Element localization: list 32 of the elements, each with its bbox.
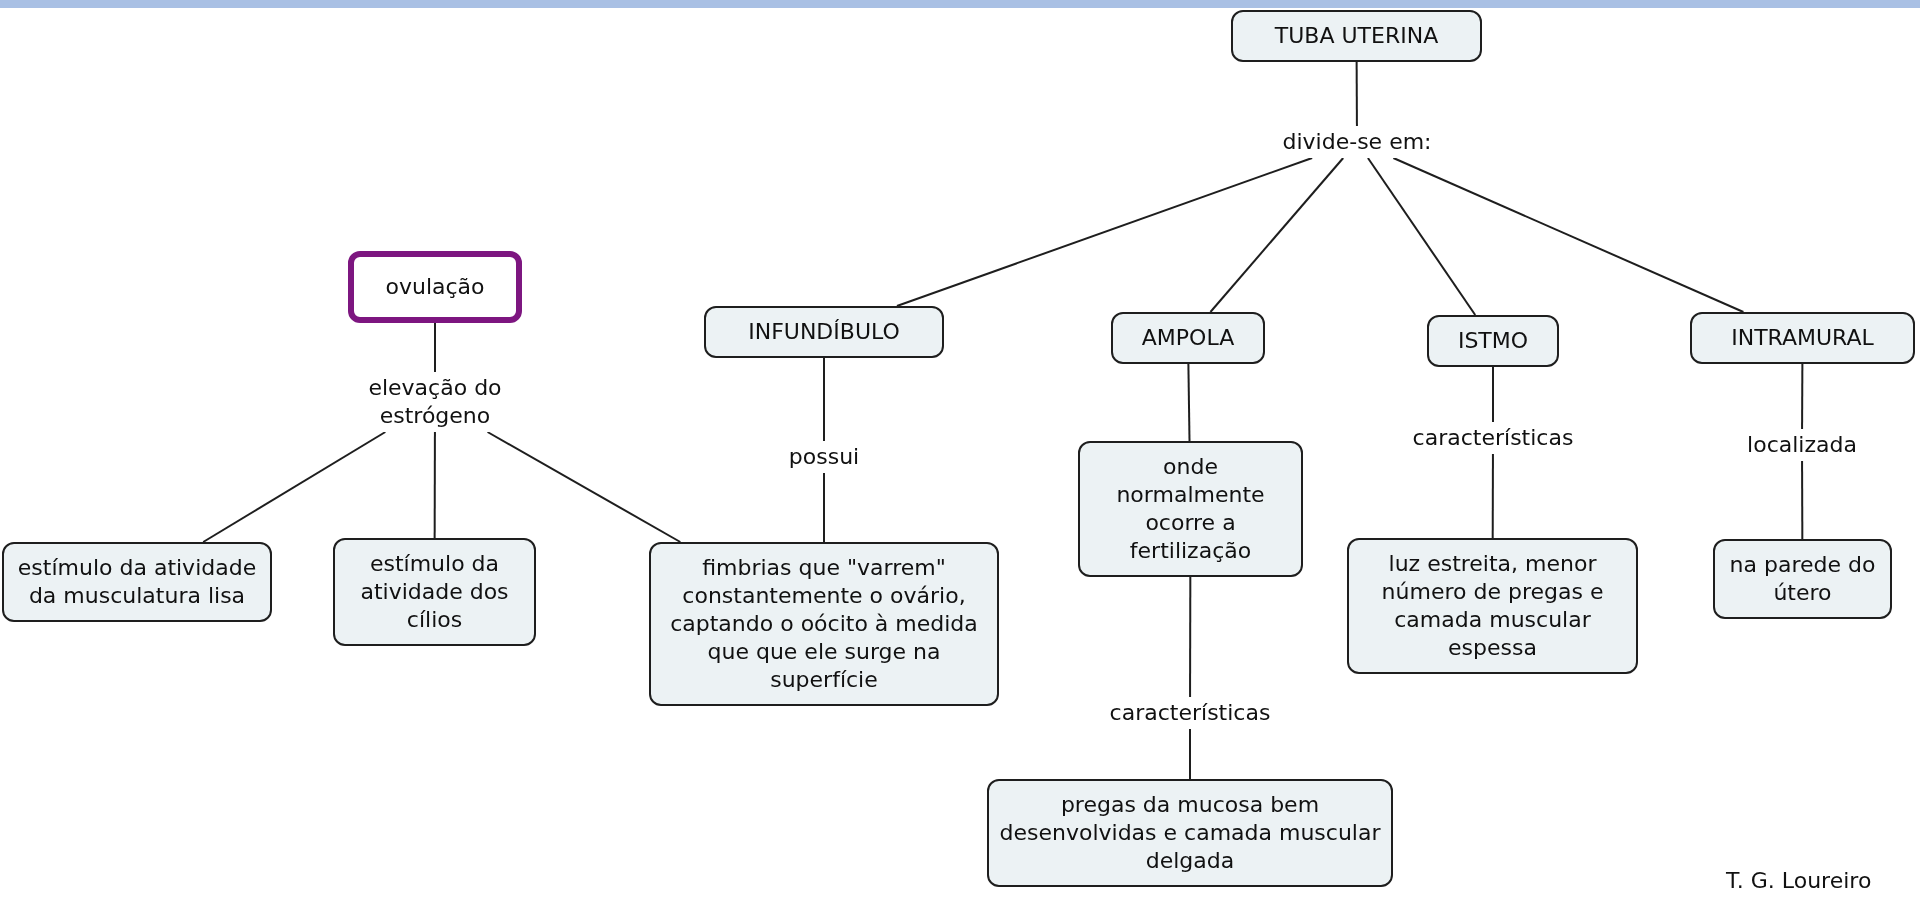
concept-box: AMPOLA [1111,312,1265,364]
concept-box: pregas da mucosa bem desenvolvidas e camada muscular delgada [987,779,1393,887]
concept-box: ISTMO [1427,315,1559,367]
connector-line [433,431,436,539]
author-credit: T. G. Loureiro [1726,868,1872,893]
connector-line [434,322,436,373]
connector-line [895,157,1314,307]
concept-box: INTRAMURAL [1690,312,1915,364]
connector-line [1366,157,1477,316]
connector-line [1209,157,1345,313]
concept-box: estímulo da atividade da musculatura lisa [2,542,272,622]
concept-box: onde normalmente ocorre a fertilização [1078,441,1303,577]
connector-line [1392,157,1745,313]
concept-box: luz estreita, menor número de pregas e camada muscular espessa [1347,538,1638,674]
concept-box: INFUNDÍBULO [704,306,944,358]
connector-line [1801,460,1804,540]
connector-line [823,472,825,543]
concept-box: na parede do útero [1713,539,1892,619]
connector-line [486,431,682,543]
connector-line [1355,61,1358,127]
connector-line [1491,453,1494,539]
connector-line [1187,363,1191,442]
highlighted-concept-box: ovulação [348,251,522,323]
connector-line [1492,366,1494,423]
concept-box: TUBA UTERINA [1231,10,1482,62]
connector-line [823,357,825,442]
connector-line [1189,728,1191,780]
concept-box: fimbrias que "varrem" constantemente o ovário, captando o oócito à medida que que ele surge na superfície [649,542,999,706]
concept-box: estímulo da atividade dos cílios [333,538,536,646]
connector-line [202,431,387,543]
connector-line [1189,576,1192,698]
connector-line [1801,363,1804,430]
